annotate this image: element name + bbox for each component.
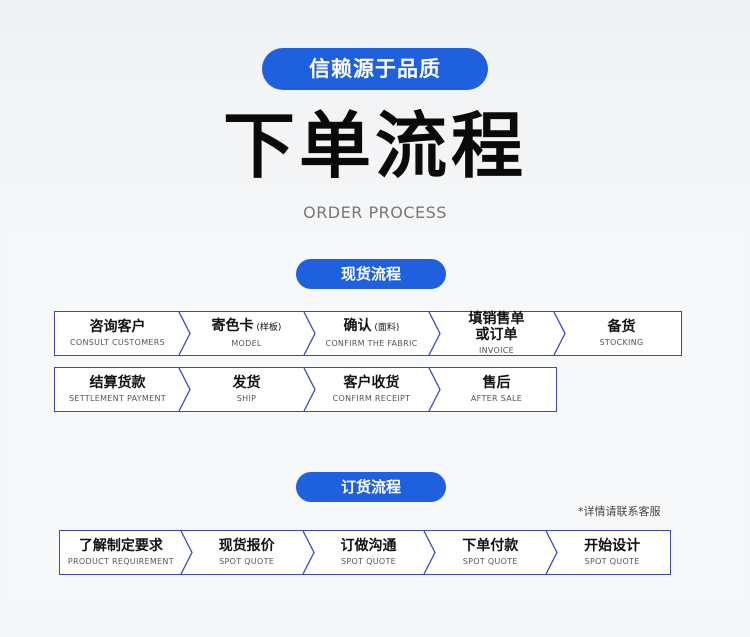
- process-step: 备货 STOCKING: [563, 312, 680, 355]
- step-title: 确认 (面料): [344, 318, 400, 336]
- tagline-badge: 信赖源于品质: [262, 48, 488, 90]
- chevron-right-icon: [302, 531, 315, 574]
- step-subtitle: MODEL: [231, 339, 262, 348]
- process-step: 客户收货 CONFIRM RECEIPT: [313, 368, 430, 411]
- step-title: 订做沟通: [340, 538, 396, 554]
- page-title: 下单流程: [222, 104, 527, 188]
- step-subtitle: SPOT QUOTE: [462, 557, 518, 566]
- process-step: 订做沟通 SPOT QUOTE: [312, 531, 426, 574]
- chevron-right-icon: [553, 312, 566, 355]
- step-title: 开始设计: [584, 538, 640, 554]
- step-title: 咨询客户: [90, 319, 146, 335]
- step-title-text: 填销售单: [468, 311, 525, 327]
- process-step: 结算货款 SETTLEMENT PAYMENT: [55, 368, 180, 411]
- step-title-text: 结算货款: [89, 375, 146, 391]
- process-step: 现货报价 SPOT QUOTE: [190, 531, 304, 574]
- order-process-badge: 订货流程: [296, 472, 446, 502]
- step-title-text: 客户收货: [343, 375, 400, 391]
- stock-process-badge: 现货流程: [296, 259, 446, 289]
- step-title: 结算货款: [90, 375, 146, 391]
- step-title-note: (面料): [371, 323, 400, 333]
- step-title-text: 售后: [482, 375, 511, 391]
- process-step: 下单付款 SPOT QUOTE: [433, 531, 547, 574]
- chevron-right-icon: [545, 531, 558, 574]
- step-subtitle: SHIP: [236, 394, 257, 403]
- step-subtitle: PRODUCT REQUIREMENT: [67, 557, 174, 566]
- step-subtitle: CONFIRM RECEIPT: [332, 394, 411, 403]
- step-title-text: 开始设计: [584, 538, 641, 554]
- step-title: 下单付款: [462, 538, 518, 554]
- chevron-right-icon: [303, 312, 316, 355]
- step-title: 客户收货: [344, 375, 400, 391]
- step-title: 了解制定要求: [79, 538, 163, 554]
- process-step: 售后 AFTER SALE: [438, 368, 555, 411]
- process-step: 寄色卡 (样板) MODEL: [188, 312, 305, 355]
- process-step: 发货 SHIP: [188, 368, 305, 411]
- step-subtitle: CONSULT CUSTOMERS: [70, 338, 165, 347]
- page-subtitle: ORDER PROCESS: [303, 203, 447, 222]
- step-title-text: 咨询客户: [89, 319, 146, 335]
- step-title: 寄色卡 (样板): [212, 318, 282, 336]
- step-subtitle: CONFIRM THE FABRIC: [325, 339, 418, 348]
- step-title-text: 下单付款: [462, 538, 519, 554]
- process-step: 填销售单或订单 INVOICE: [438, 311, 555, 355]
- hero-section: [0, 0, 750, 232]
- chevron-right-icon: [180, 531, 193, 574]
- chevron-right-icon: [303, 368, 316, 411]
- step-title: 现货报价: [219, 538, 275, 554]
- step-title-text: 了解制定要求: [78, 538, 163, 554]
- process-step: 开始设计 SPOT QUOTE: [555, 531, 669, 574]
- step-title: 备货: [608, 319, 636, 335]
- process-step: 咨询客户 CONSULT CUSTOMERS: [55, 312, 180, 355]
- step-title-text: 备货: [607, 319, 636, 335]
- chevron-right-icon: [423, 531, 437, 574]
- step-subtitle: AFTER SALE: [470, 394, 523, 403]
- stock-process-row-2: 结算货款 SETTLEMENT PAYMENT 发货 SHIP 客户收货 CONFIRM …: [54, 367, 557, 412]
- step-title-text: 订做沟通: [340, 538, 397, 554]
- process-step: 确认 (面料) CONFIRM THE FABRIC: [313, 312, 430, 355]
- step-title-note: (样板): [253, 323, 282, 333]
- step-title: 发货: [233, 375, 261, 391]
- stock-process-row-1: 咨询客户 CONSULT CUSTOMERS 寄色卡 (样板) MODEL 确认 (面料…: [54, 311, 682, 356]
- step-title: 售后: [483, 375, 511, 391]
- chevron-right-icon: [428, 368, 441, 411]
- step-subtitle: STOCKING: [599, 338, 644, 347]
- contact-note: *详情请联系客服: [578, 505, 661, 518]
- step-title-line-2: 或订单: [475, 327, 518, 343]
- chevron-right-icon: [428, 312, 441, 355]
- step-title-text: 确认: [343, 318, 372, 334]
- step-title-text: 现货报价: [218, 538, 275, 554]
- chevron-right-icon: [178, 312, 191, 355]
- step-subtitle: SPOT QUOTE: [584, 557, 640, 566]
- step-subtitle: INVOICE: [478, 346, 515, 355]
- process-step: 了解制定要求 PRODUCT REQUIREMENT: [60, 531, 182, 574]
- step-subtitle: SPOT QUOTE: [219, 557, 275, 566]
- step-title-text: 发货: [232, 375, 261, 391]
- step-subtitle: SETTLEMENT PAYMENT: [69, 394, 166, 403]
- chevron-right-icon: [178, 368, 191, 411]
- step-title-text: 寄色卡: [211, 318, 254, 334]
- step-subtitle: SPOT QUOTE: [340, 557, 396, 566]
- step-title: 填销售单: [469, 311, 525, 327]
